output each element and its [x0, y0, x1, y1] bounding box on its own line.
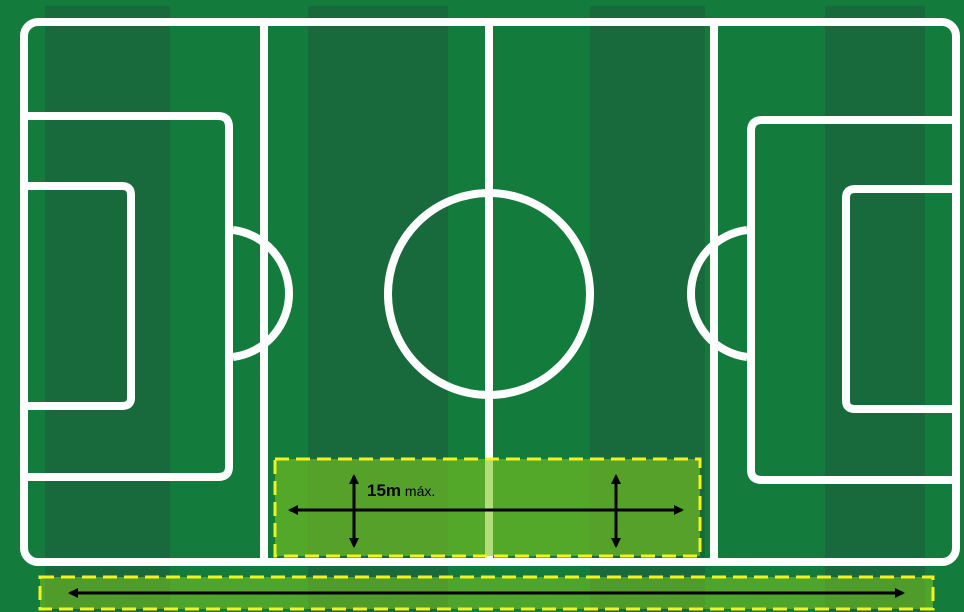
- max-distance-value: 15m: [367, 481, 401, 500]
- central-zone: [275, 459, 700, 556]
- max-distance-suffix: máx.: [401, 483, 435, 499]
- max-distance-label: 15m máx.: [367, 481, 435, 500]
